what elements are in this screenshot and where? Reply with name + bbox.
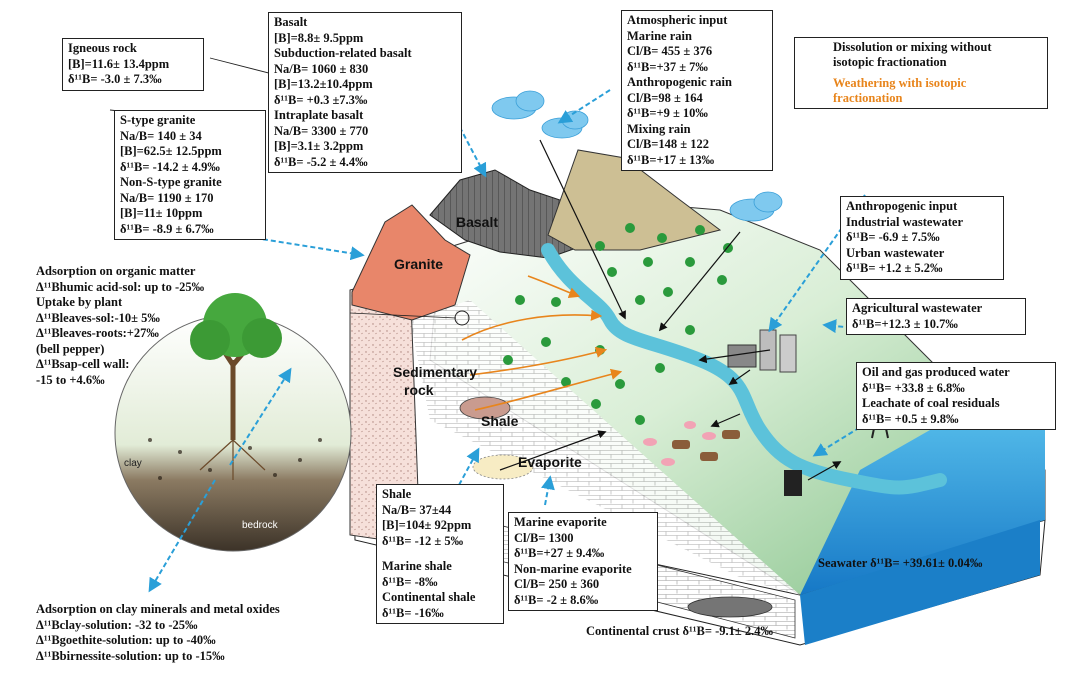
anthro-rain-clb: Cl/B=98 ± 164 [627,90,703,105]
legend-black-text-1: Dissolution or mixing without [833,40,992,54]
intraplate-nab: Na/B= 3300 ± 770 [274,123,369,138]
organic-matter-text: Adsorption on organic matter Δ¹¹Bhumic a… [36,264,204,388]
evaporite-box: Marine evaporite Cl/B= 1300 δ¹¹B=+27 ± 9… [508,512,658,611]
atmos-title: Atmospheric input [627,13,728,27]
clay-ads-title: Adsorption on clay minerals and metal ox… [36,602,280,616]
marine-evap-clb: Cl/B= 1300 [514,530,574,545]
seawater-label: Seawater δ¹¹B= +39.61± 0.04‰ [818,556,983,570]
uptake-title: Uptake by plant [36,295,123,309]
clay-ads-goethite: Δ¹¹Bgoethite-solution: up to -40‰ [36,633,216,647]
marine-evap-delta: δ¹¹B=+27 ± 9.4‰ [514,546,605,560]
industrial-delta: δ¹¹B= -6.9 ± 7.5‰ [846,230,940,244]
anthro-title: Anthropogenic input [846,199,958,213]
urban-title: Urban wastewater [846,245,945,260]
nonmarine-evap-delta: δ¹¹B= -2 ± 8.6‰ [514,592,599,607]
marine-shale-title: Marine shale [382,559,452,573]
marine-evap-title: Marine evaporite [514,515,607,529]
mixing-rain-title: Mixing rain [627,121,691,136]
non-s-type-delta: δ¹¹B= -8.9 ± 6.7‰ [120,221,214,236]
organic-title: Adsorption on organic matter [36,264,196,278]
atmospheric-input-box: Atmospheric input Marine rain Cl/B= 455 … [621,10,773,171]
agri-delta: δ¹¹B=+12.3 ± 10.7‰ [852,316,958,331]
non-s-type-nab: Na/B= 1190 ± 170 [120,190,214,205]
uptake-sap-range: -15 to +4.6‰ [36,372,105,387]
continental-shale-delta: δ¹¹B= -16‰ [382,605,444,620]
igneous-rock-box: Igneous rock [B]=11.6± 13.4ppm δ¹¹B= -3.… [62,38,204,91]
legend: Dissolution or mixing without isotopic f… [794,37,1048,109]
non-s-type-title: Non-S-type granite [120,175,222,189]
intraplate-delta: δ¹¹B= -5.2 ± 4.4‰ [274,154,368,169]
industrial-title: Industrial wastewater [846,214,964,229]
intraplate-b: [B]=3.1± 3.2ppm [274,139,364,153]
clay-label: clay [124,458,142,469]
shale-delta: δ¹¹B= -12 ± 5‰ [382,533,464,548]
nonmarine-evap-clb: Cl/B= 250 ± 360 [514,577,600,591]
bedrock-label: bedrock [242,520,278,531]
agricultural-box: Agricultural wastewater δ¹¹B=+12.3 ± 10.… [846,298,1026,335]
shale-b: [B]=104± 92ppm [382,518,472,532]
oil-delta: δ¹¹B= +33.8 ± 6.8‰ [862,380,965,395]
uptake-leaves-sol: Δ¹¹Bleaves-sol:-10± 5‰ [36,310,160,325]
subduction-delta: δ¹¹B= +0.3 ±7.3‰ [274,92,368,107]
s-type-nab: Na/B= 140 ± 34 [120,128,202,143]
clay-ads-birnessite: Δ¹¹Bbirnessite-solution: up to -15‰ [36,648,225,663]
shale-label: Shale [481,413,519,429]
granite-box: S-type granite Na/B= 140 ± 34 [B]=62.5± … [114,110,266,240]
clay-ads-clay: Δ¹¹Bclay-solution: -32 to -25‰ [36,617,198,632]
subduction-title: Subduction-related basalt [274,46,412,60]
sedimentary-label: Sedimentary [393,364,478,380]
uptake-sap: Δ¹¹Bsap-cell wall: [36,357,130,371]
marine-shale-delta: δ¹¹B= -8‰ [382,574,438,589]
basalt-label: Basalt [456,214,499,230]
anthro-rain-title: Anthropogenic rain [627,75,732,89]
marine-rain-delta: δ¹¹B=+37 ± 7‰ [627,59,708,74]
mixing-rain-clb: Cl/B=148 ± 122 [627,137,710,151]
granite-label: Granite [394,256,444,272]
basalt-title: Basalt [274,15,308,29]
coal-title: Leachate of coal residuals [862,396,1000,410]
igneous-title: Igneous rock [68,41,137,55]
basalt-box: Basalt [B]=8.8± 9.5ppm Subduction-relate… [268,12,462,173]
igneous-delta: δ¹¹B= -3.0 ± 7.3‰ [68,72,162,86]
subduction-nab: Na/B= 1060 ± 830 [274,61,369,76]
s-type-delta: δ¹¹B= -14.2 ± 4.9‰ [120,159,220,174]
subduction-b: [B]=13.2±10.4ppm [274,77,373,91]
clay-adsorption-text: Adsorption on clay minerals and metal ox… [36,602,280,664]
rock-label: rock [404,382,434,398]
anthropogenic-input-box: Anthropogenic input Industrial wastewate… [840,196,1004,280]
shale-box: Shale Na/B= 37±44 [B]=104± 92ppm δ¹¹B= -… [376,484,504,624]
shale-title: Shale [382,487,412,501]
intraplate-title: Intraplate basalt [274,108,364,122]
legend-orange-text-1: Weathering with isotopic [833,76,967,90]
organic-humic: Δ¹¹Bhumic acid-sol: up to -25‰ [36,279,205,294]
mixing-rain-delta: δ¹¹B=+17 ± 13‰ [627,152,715,167]
legend-orange-text-2: fractionation [833,91,903,105]
uptake-bell-pepper: (bell pepper) [36,341,105,356]
urban-delta: δ¹¹B= +1.2 ± 5.2‰ [846,261,943,275]
oil-gas-box: Oil and gas produced water δ¹¹B= +33.8 ±… [856,362,1056,430]
s-type-b: [B]=62.5± 12.5ppm [120,144,222,158]
shale-nab: Na/B= 37±44 [382,502,452,517]
anthro-rain-delta: δ¹¹B=+9 ± 10‰ [627,106,708,120]
legend-black-text-2: isotopic fractionation [833,55,947,69]
continental-shale-title: Continental shale [382,590,476,604]
oil-title: Oil and gas produced water [862,365,1010,379]
s-type-title: S-type granite [120,113,196,127]
marine-rain-title: Marine rain [627,28,692,43]
uptake-leaves-roots: Δ¹¹Bleaves-roots:+27‰ [36,326,159,340]
nonmarine-evap-title: Non-marine evaporite [514,561,632,576]
continental-crust-label: Continental crust δ¹¹B= -9.1± 2.4‰ [586,624,773,638]
non-s-type-b: [B]=11± 10ppm [120,206,203,220]
igneous-b: [B]=11.6± 13.4ppm [68,56,170,71]
marine-rain-clb: Cl/B= 455 ± 376 [627,44,713,58]
basalt-b: [B]=8.8± 9.5ppm [274,30,364,45]
coal-delta: δ¹¹B= +0.5 ± 9.8‰ [862,411,959,426]
agri-title: Agricultural wastewater [852,301,983,315]
evaporite-label: Evaporite [518,454,582,470]
